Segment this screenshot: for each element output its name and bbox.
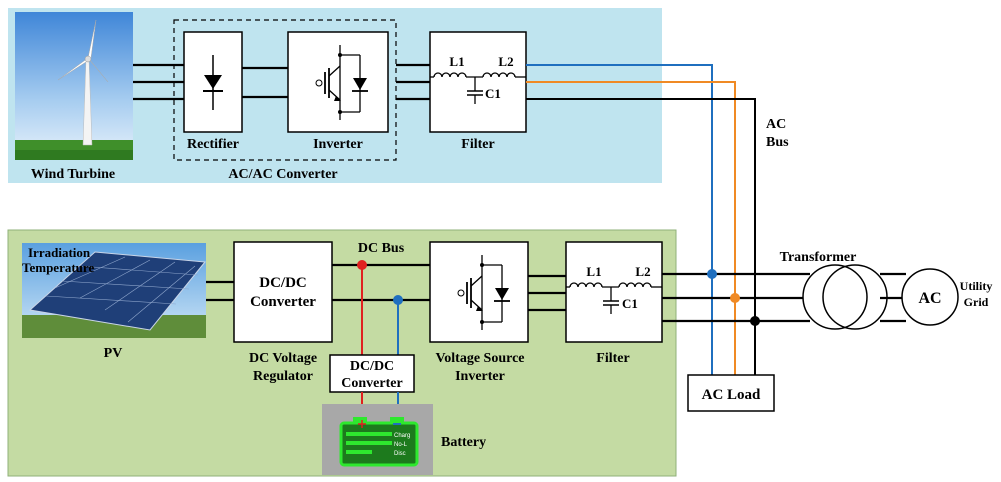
pv-filter-box — [565, 241, 663, 343]
battery-converter-label-line1: DC/DC — [350, 359, 394, 374]
battery-legend-charge: Charg — [394, 433, 410, 439]
wind-c1-label: C1 — [485, 86, 501, 101]
inverter-box — [287, 31, 389, 133]
transformer-label: Transformer — [780, 250, 857, 265]
ac-source-label: AC — [918, 290, 941, 307]
dc-bus-negative-node — [393, 295, 403, 305]
pv-c1-label: C1 — [622, 296, 638, 311]
battery-legend-noload: No-L — [394, 442, 408, 448]
battery-icon — [322, 404, 433, 475]
wind-turbine-label: Wind Turbine — [31, 167, 115, 182]
ac-bus-node-black — [750, 316, 760, 326]
battery-legend-discharge: Disc — [394, 451, 406, 457]
pv-lc-filter-icon — [566, 282, 662, 314]
ac-bus-node-blue — [707, 269, 717, 279]
temperature-label: Temperature — [22, 260, 94, 275]
ac-load-label: AC Load — [702, 387, 761, 403]
wind-l2-label: L2 — [498, 54, 513, 69]
utility-grid-label-line1: Utility — [960, 279, 993, 293]
lc-filter-icon — [430, 72, 526, 104]
dc-bus-label: DC Bus — [358, 241, 405, 256]
diode-icon — [203, 55, 223, 110]
ac-grid-source-icon — [901, 268, 959, 326]
vsi-label-line2: Inverter — [455, 369, 505, 384]
dc-voltage-regulator-label-line2: Regulator — [253, 369, 313, 384]
wind-three-phase-wires-1 — [133, 63, 185, 101]
irradiation-label: Irradiation — [28, 245, 91, 260]
ac-bus-label-line2: Bus — [766, 135, 789, 150]
ac-load-box — [687, 374, 775, 412]
ac-ac-converter-group — [173, 19, 397, 161]
pv-label: PV — [104, 346, 123, 361]
pv-panel-image — [22, 243, 206, 338]
vsi-label-line1: Voltage Source — [435, 351, 524, 366]
wind-phase-c-wire — [526, 98, 756, 375]
dcdc-converter-label-line1: DC/DC — [259, 275, 307, 291]
pv-l2-label: L2 — [635, 264, 650, 279]
dcdc-converter-box — [233, 241, 333, 343]
dcdc-converter-label-line2: Converter — [250, 294, 316, 310]
pv-l1-label: L1 — [586, 264, 601, 279]
inverter-label: Inverter — [313, 137, 363, 152]
transformer-icon — [802, 264, 888, 330]
utility-grid-label-line2: Grid — [964, 295, 989, 309]
dc-voltage-regulator-label-line1: DC Voltage — [249, 351, 317, 366]
ac-bus-label-line1: AC — [766, 117, 786, 132]
battery-converter-label-line2: Converter — [341, 376, 402, 391]
rectifier-label: Rectifier — [187, 137, 239, 152]
pv-filter-label: Filter — [596, 351, 629, 366]
battery-label: Battery — [441, 435, 486, 450]
wind-filter-box — [429, 31, 527, 133]
ac-bus-node-orange — [730, 293, 740, 303]
voltage-source-inverter-box — [429, 241, 529, 343]
wind-turbine-image — [15, 12, 133, 160]
battery-dcdc-converter-box — [329, 354, 415, 393]
wind-l1-label: L1 — [449, 54, 464, 69]
igbt-icon — [315, 45, 368, 120]
wind-phase-b-wire — [526, 81, 736, 375]
dc-bus-positive-node — [357, 260, 367, 270]
wind-filter-label: Filter — [461, 137, 494, 152]
vsi-igbt-icon — [457, 255, 510, 330]
ac-ac-converter-label: AC/AC Converter — [228, 167, 337, 182]
